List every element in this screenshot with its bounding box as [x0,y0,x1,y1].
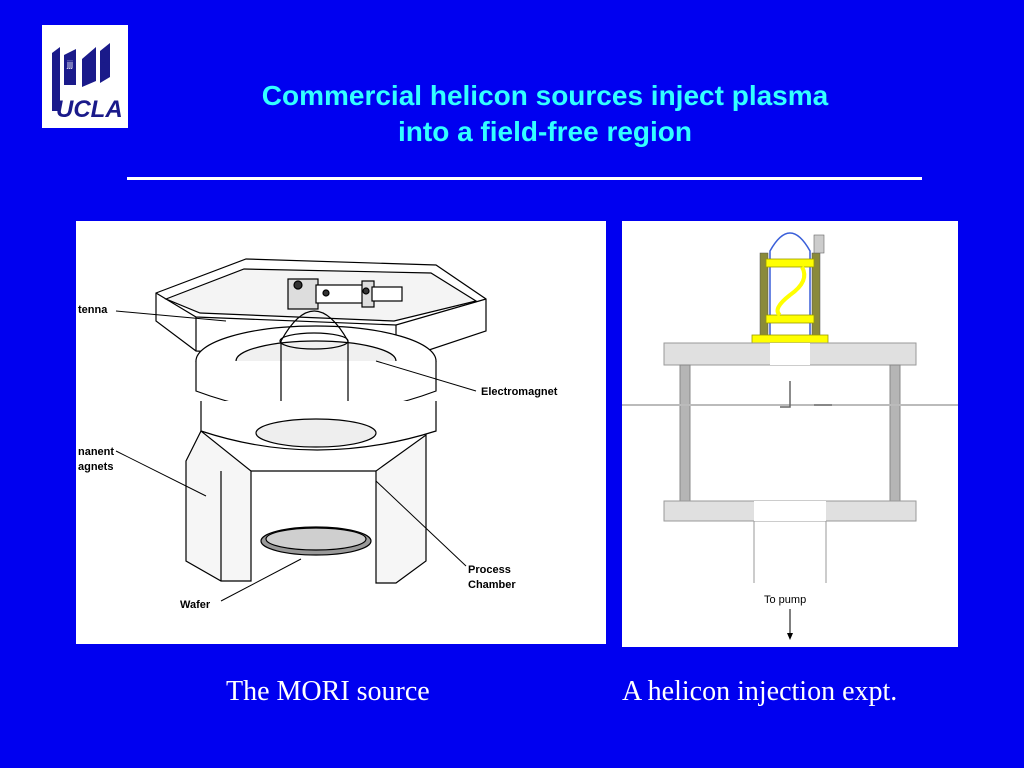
to-pump-label: To pump [764,594,806,606]
label-antenna: tenna [78,304,108,316]
svg-text:jj: jj [101,53,106,63]
label-wafer: Wafer [180,599,211,611]
svg-text:jjj: jjj [66,59,73,69]
title-line-2: into a field-free region [397,116,693,147]
slide-title: Commercial helicon sources inject plasma… [130,78,960,150]
title-underline [127,177,922,180]
label-magnets-1: nanent [78,446,114,458]
ucla-logo: jjj jj UCLA [42,25,128,128]
label-process-2: Chamber [468,579,516,591]
mori-source-figure: tenna Electromagnet nanent agnets Proces… [76,221,606,644]
caption-helicon-expt: A helicon injection expt. [622,676,898,707]
logo-text: UCLA [56,96,123,123]
helicon-injection-figure: To pump [622,221,958,647]
title-line-1: Commercial helicon sources inject plasma [261,80,829,111]
label-magnets-2: agnets [78,461,113,473]
label-process-1: Process [468,564,511,576]
caption-mori-source: The MORI source [226,676,430,707]
label-electromagnet: Electromagnet [481,386,558,398]
